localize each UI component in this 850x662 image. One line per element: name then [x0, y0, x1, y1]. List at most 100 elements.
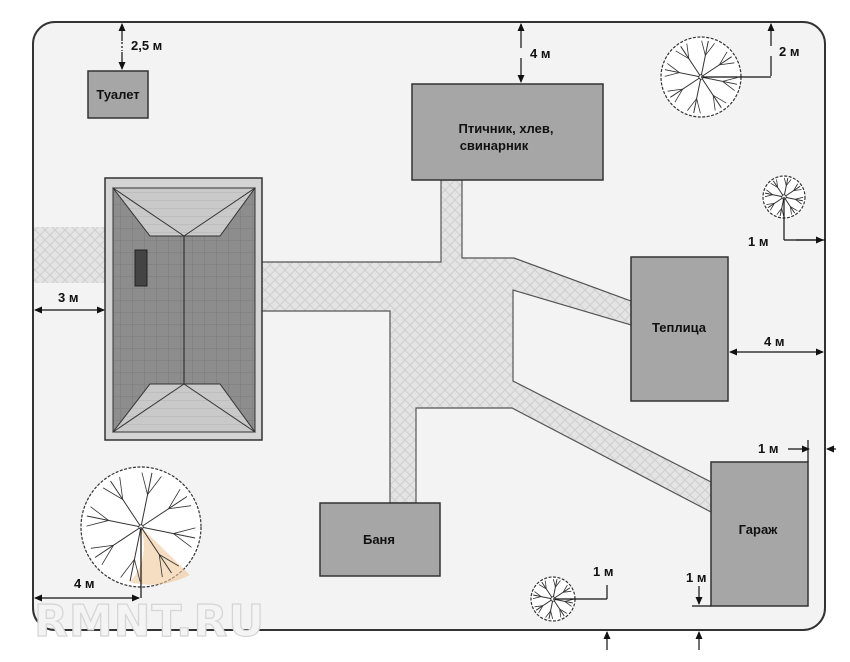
tree-twig	[718, 51, 728, 66]
tree-twig	[674, 88, 684, 103]
tree-twig	[90, 544, 114, 549]
dimension-labels: 2,5 м 4 м 2 м 1 м 3 м 4 м 1 м 4 м 1 м 1 …	[58, 38, 799, 591]
tree-branch	[552, 598, 573, 604]
tree-twig	[555, 580, 561, 588]
toilet-building: Туалет	[87, 70, 149, 119]
tree-twig	[789, 206, 792, 215]
tree-twig	[120, 559, 135, 578]
tree-branch	[783, 185, 801, 198]
tree-twig	[173, 527, 196, 534]
tree-twig	[545, 610, 551, 618]
tree-branch	[664, 69, 702, 78]
tree-branch	[533, 594, 554, 600]
chimney	[134, 249, 148, 287]
tree-twig	[119, 476, 124, 500]
tree-branch	[783, 177, 789, 198]
tree-twig	[664, 72, 680, 77]
house	[104, 177, 263, 441]
tree-branch	[700, 56, 732, 78]
toilet-label: Туалет	[96, 87, 139, 102]
tree-twig	[552, 578, 556, 588]
roof-hip-top	[111, 187, 256, 237]
tree-branch	[541, 581, 554, 600]
tree-twig	[168, 488, 181, 509]
path-entrance	[34, 227, 106, 283]
tree-twig	[532, 596, 542, 600]
tree-twig	[101, 545, 114, 566]
tree-twig	[781, 208, 785, 217]
garage-building: Гараж	[710, 461, 809, 607]
dim-barn-top: 4 м	[530, 46, 550, 61]
dim-tree-small-right: 1 м	[748, 234, 768, 249]
tree-branch	[772, 180, 785, 198]
tree-branch	[670, 76, 702, 98]
tree-twig	[722, 77, 738, 82]
tree-twig	[534, 605, 543, 608]
tree-twig	[564, 601, 572, 607]
tree-twig	[790, 206, 798, 212]
dim-toilet-top: 2,5 м	[131, 38, 162, 53]
roof-hip-bottom	[111, 383, 256, 433]
barn-label-line1: Птичник, хлев,	[459, 121, 554, 136]
tree-branch	[94, 526, 142, 558]
tree-branch	[552, 587, 571, 600]
tree-twig	[667, 63, 680, 73]
barn-label-line2: свинарник	[460, 138, 529, 153]
tree-branch	[86, 515, 142, 528]
tree-branch	[779, 196, 785, 217]
tree-branch	[110, 480, 142, 528]
tree-twig	[134, 559, 141, 582]
dim-house-left: 3 м	[58, 290, 78, 305]
tree-branch	[783, 196, 796, 214]
tree-twig	[795, 198, 802, 205]
tree-twig	[770, 182, 778, 188]
tree-branch	[680, 46, 702, 78]
tree-twig	[158, 554, 163, 578]
tree-twig	[564, 598, 574, 602]
tree-twig	[769, 203, 775, 211]
tree-twig	[102, 487, 123, 500]
tree-twig	[686, 43, 690, 59]
dim-tree-bottom-left: 4 м	[74, 576, 94, 591]
garden-paths	[34, 179, 712, 513]
sauna-building: Баня	[319, 502, 441, 577]
greenhouse-label: Теплица	[652, 320, 707, 335]
tree-branch	[552, 579, 558, 600]
tree-twig	[766, 189, 773, 196]
tree-twig	[722, 81, 735, 91]
tree-twig	[764, 194, 773, 198]
tree-twig	[795, 196, 804, 200]
tree-branch	[129, 526, 142, 582]
tree-twig	[173, 533, 192, 548]
sauna-label: Баня	[363, 532, 395, 547]
dim-greenhouse-right: 4 м	[764, 334, 784, 349]
tree-twig	[785, 179, 792, 186]
tree-branch	[700, 76, 738, 85]
tree-twig	[90, 506, 109, 521]
tree-twig	[563, 590, 572, 593]
tree-twig	[147, 476, 162, 495]
tree-branch	[140, 526, 172, 574]
tree-twig	[550, 610, 554, 620]
tree-twig	[712, 94, 727, 104]
tree-twig	[159, 554, 180, 567]
tree-branch	[700, 40, 709, 78]
tree-branch	[764, 192, 785, 198]
tree-branch	[140, 496, 188, 528]
dim-tree-small-bottom: 1 м	[593, 564, 613, 579]
tree-twig	[719, 62, 735, 66]
barn-building: Птичник, хлев, свинарник	[411, 83, 604, 181]
tree-twig	[559, 608, 568, 614]
tree-twig	[776, 179, 779, 188]
tree-twig	[538, 584, 547, 590]
tree-twig	[701, 40, 706, 56]
tree-twig	[776, 208, 783, 215]
tree-twig	[141, 472, 148, 495]
tree-twig	[783, 177, 787, 186]
tree-twig	[705, 43, 715, 56]
tree-twig	[793, 189, 802, 192]
tree-twig	[793, 183, 799, 191]
tree-twig	[562, 584, 568, 593]
tree-twig	[534, 591, 542, 597]
tree-twig	[696, 98, 701, 114]
